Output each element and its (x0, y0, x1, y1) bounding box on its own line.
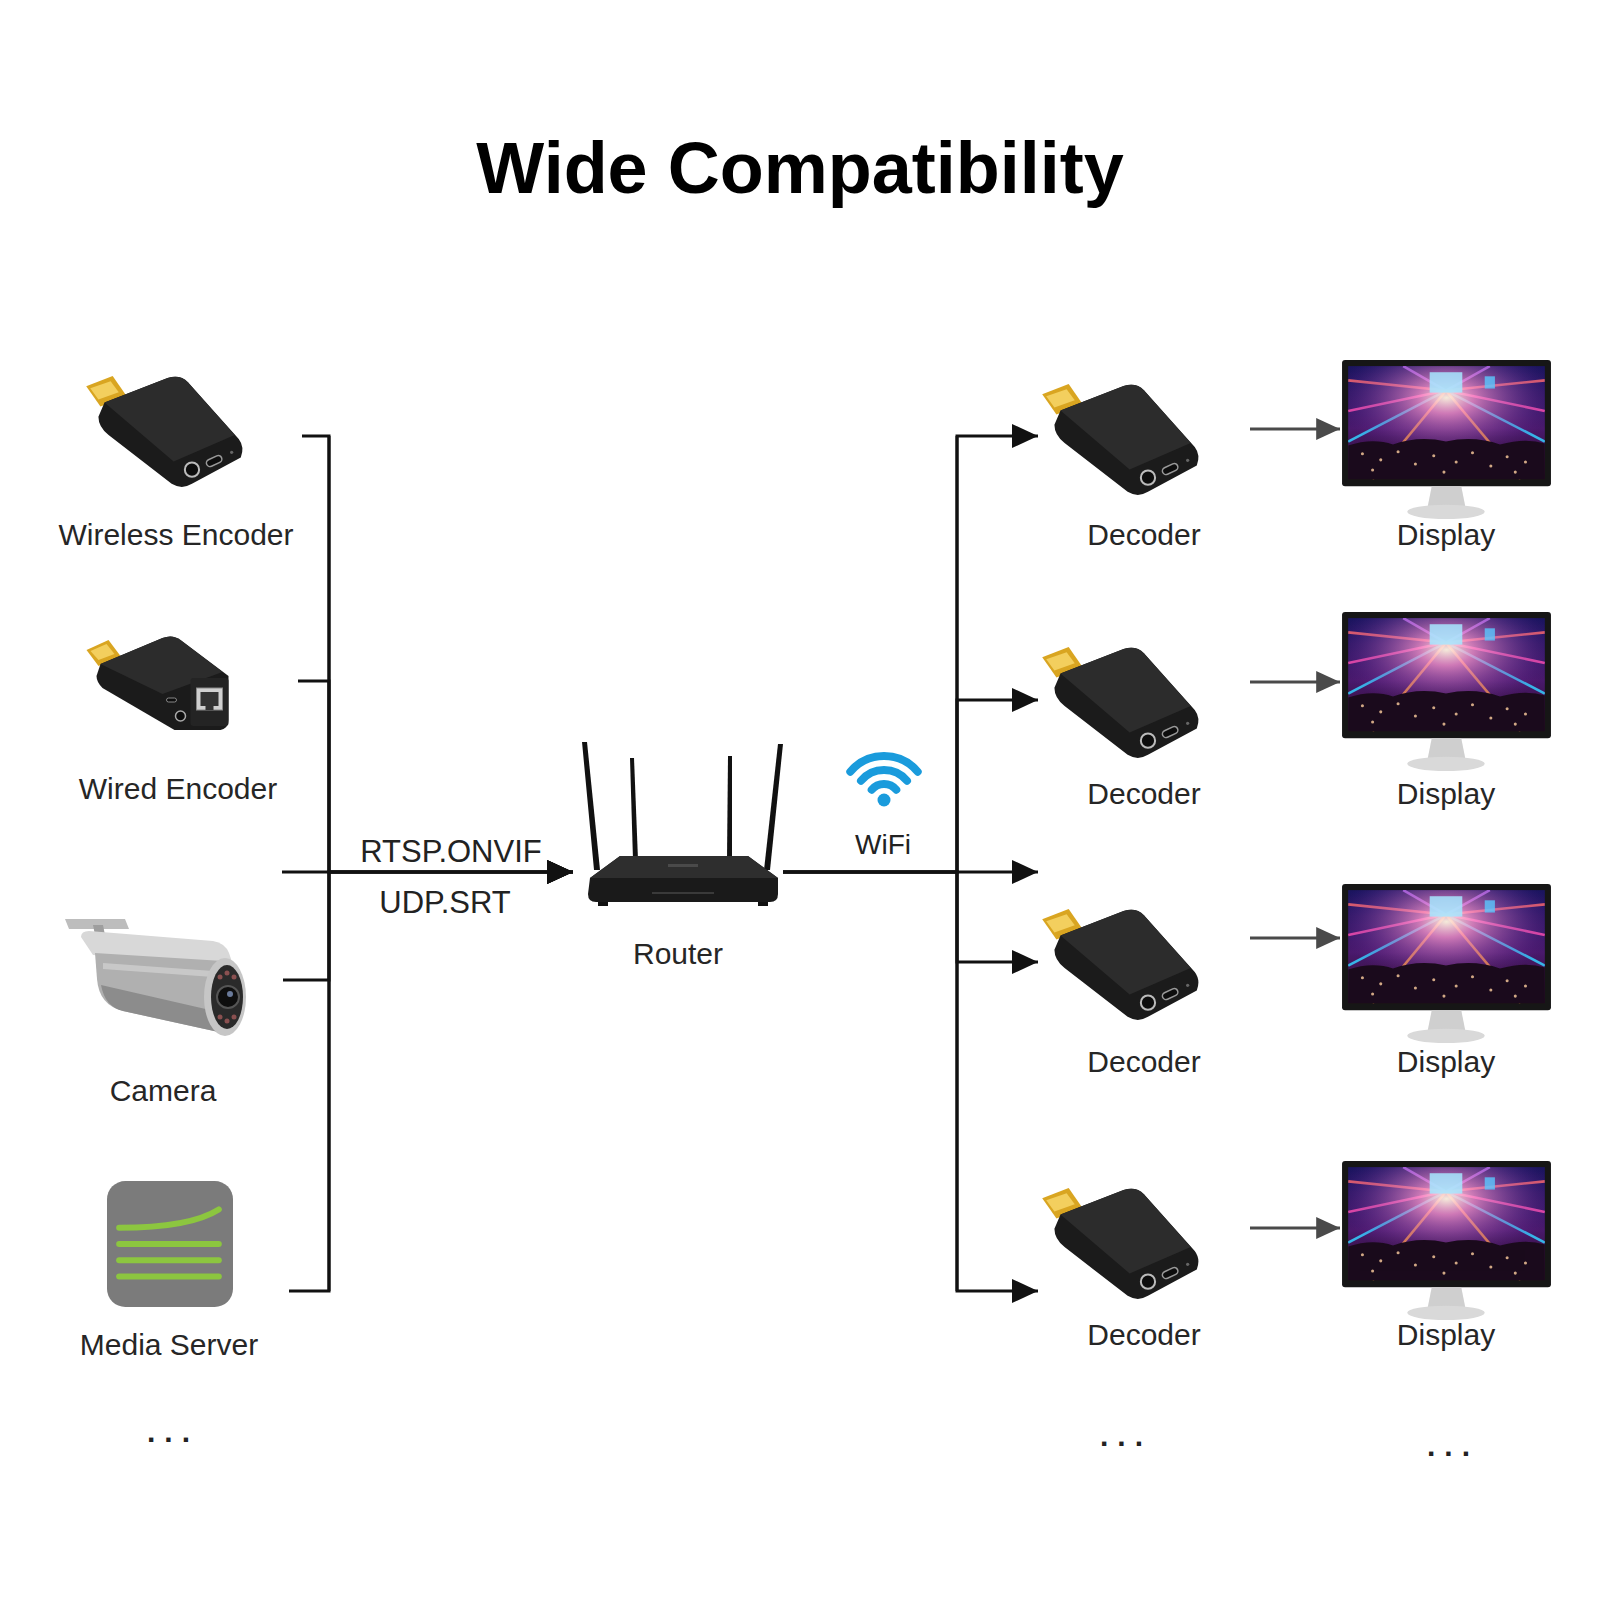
protocol-label: RTSP.ONVIF (360, 834, 541, 870)
router-picture (582, 742, 783, 906)
bracket-stub (282, 871, 329, 874)
connector-arrow (783, 872, 1038, 1291)
diagram-title: Wide Compatibility (0, 125, 1600, 211)
camera-node: Camera (43, 915, 283, 1112)
display-node: Display (1340, 884, 1552, 1083)
connector-arrow (1250, 937, 1340, 940)
device-label: Display (1397, 1045, 1495, 1079)
connector-arrow (1250, 1227, 1340, 1230)
connector-arrow (289, 872, 573, 1291)
display-node: Display (1340, 360, 1552, 556)
encoder-picture (86, 376, 242, 487)
wifi-label: WiFi (855, 829, 911, 861)
connector-arrow (298, 681, 573, 872)
encoder-node: Wired Encoder (58, 632, 298, 810)
display-node: Display (1340, 1161, 1552, 1356)
device-label: Router (633, 937, 723, 971)
decoder-node: Decoder (1038, 380, 1250, 556)
device-label: Display (1397, 777, 1495, 811)
protocol-label: UDP.SRT (379, 885, 511, 921)
decoder-picture (1042, 909, 1198, 1020)
display-picture (1342, 612, 1551, 771)
display-picture (1342, 884, 1551, 1043)
connector-arrow (302, 436, 573, 872)
device-label: Display (1397, 518, 1495, 552)
decoder-node: Decoder (1038, 1184, 1250, 1356)
decoder-node: Decoder (1038, 643, 1250, 815)
connector-arrow (783, 872, 1038, 962)
encoder-node: Wireless Encoder (50, 372, 302, 556)
connector-arrow (1250, 428, 1340, 431)
media-server-node: Media Server (49, 1181, 289, 1366)
decoder-node: Decoder (1038, 905, 1250, 1083)
display-node: Display (1340, 612, 1552, 815)
display-picture (1342, 1161, 1551, 1320)
media-server-icon (107, 1181, 233, 1307)
device-label: Wired Encoder (79, 772, 277, 806)
connector-arrow (783, 700, 1038, 872)
camera-picture (65, 919, 246, 1036)
decoder-picture (1042, 647, 1198, 758)
wifi-icon (850, 756, 917, 790)
router-node: Router (573, 742, 783, 975)
encoder-picture (87, 636, 229, 730)
ellipsis-mark: ... (1427, 1429, 1479, 1464)
ellipsis-mark: ... (1100, 1419, 1152, 1454)
connector-arrow (783, 436, 1038, 872)
connector-arrow (1250, 681, 1340, 684)
branch-arrow (957, 871, 1038, 874)
connector-arrow (283, 872, 573, 980)
device-label: Display (1397, 1318, 1495, 1352)
device-label: Decoder (1087, 1318, 1200, 1352)
display-picture (1342, 360, 1551, 519)
device-label: Decoder (1087, 518, 1200, 552)
device-label: Wireless Encoder (58, 518, 293, 552)
decoder-picture (1042, 384, 1198, 495)
device-label: Camera (110, 1074, 217, 1108)
decoder-picture (1042, 1188, 1198, 1299)
device-label: Decoder (1087, 1045, 1200, 1079)
device-label: Decoder (1087, 777, 1200, 811)
device-label: Media Server (80, 1328, 258, 1362)
wifi-dot (878, 794, 891, 807)
ellipsis-mark: ... (147, 1415, 199, 1450)
